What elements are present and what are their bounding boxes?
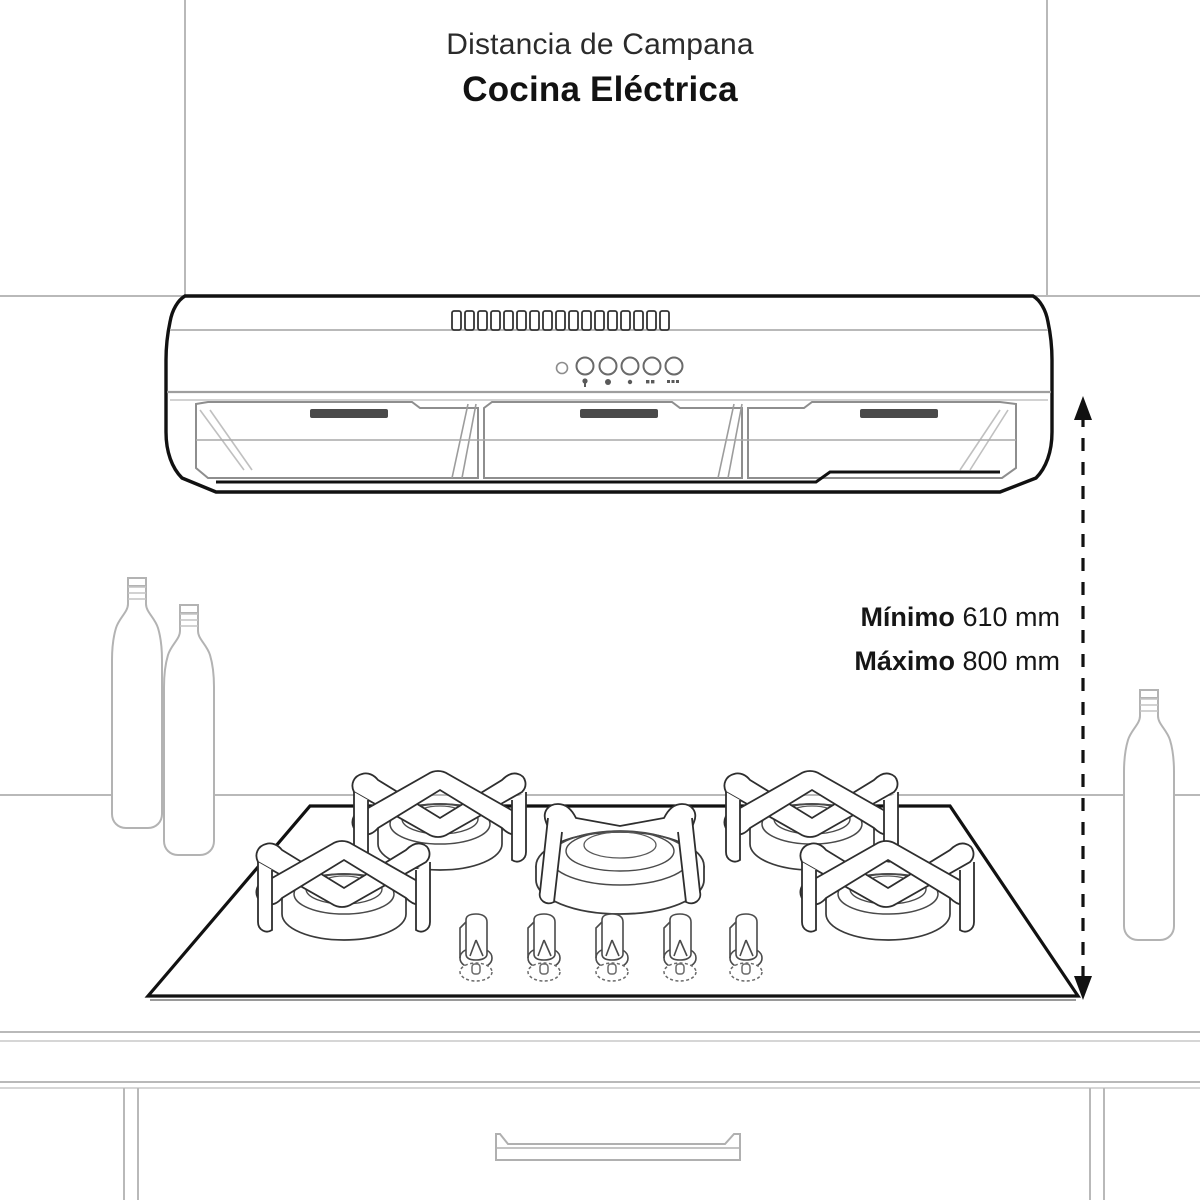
dimension-arrow xyxy=(1074,396,1092,1000)
hood-speed1-button xyxy=(620,356,640,376)
hood-filter-panels[interactable] xyxy=(195,401,1017,479)
hood-speed2-button xyxy=(642,356,662,376)
drawer-handle-icon xyxy=(495,1133,741,1161)
burner-center-wok xyxy=(535,803,705,915)
bottle-right xyxy=(1123,689,1175,941)
hood-speed3-button xyxy=(664,356,684,376)
hood-off-button xyxy=(598,356,618,376)
filter-handle-right xyxy=(860,409,938,418)
bottle-left-short xyxy=(163,604,215,856)
range-hood xyxy=(164,294,1054,494)
gas-cooktop xyxy=(144,770,1082,1001)
hood-button-glyphs xyxy=(582,378,679,387)
hood-control-panel[interactable] xyxy=(555,356,684,388)
bottle-left-tall xyxy=(111,577,163,829)
hood-vent-grille xyxy=(451,310,670,331)
filter-handle-center xyxy=(580,409,658,418)
filter-handle-left xyxy=(310,409,388,418)
power-indicator-icon xyxy=(555,361,569,375)
hood-light-button xyxy=(575,356,595,376)
